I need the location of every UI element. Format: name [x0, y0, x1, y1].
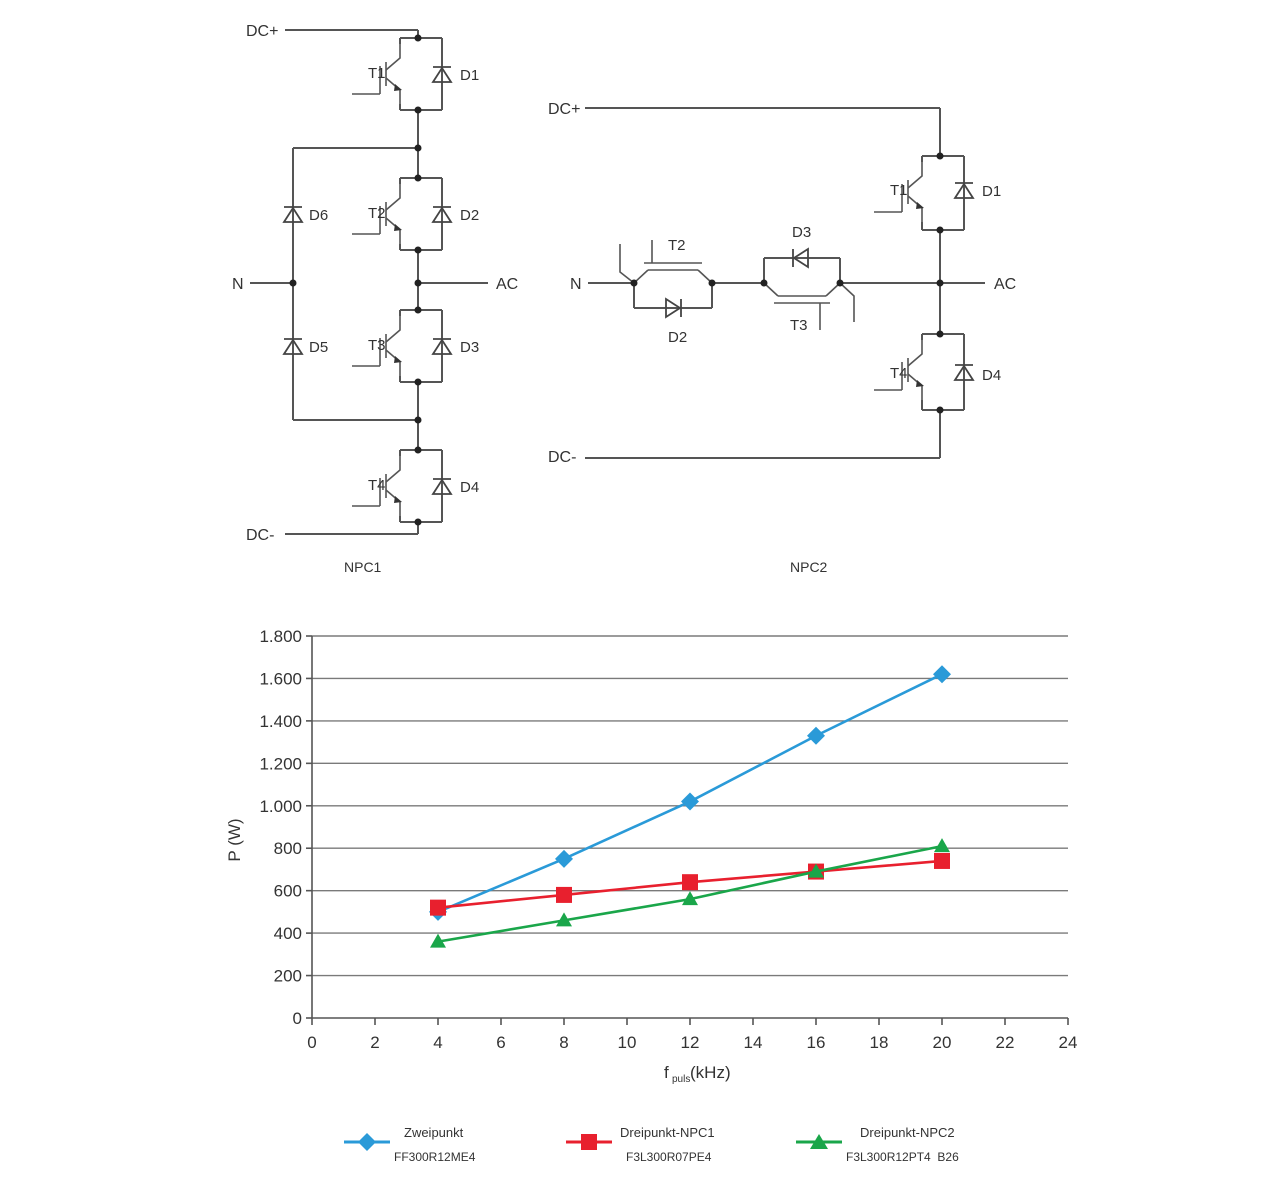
legend-item-dreipunkt-npc2: Dreipunkt-NPC2 F3L300R12PT4 B26: [796, 1125, 959, 1164]
legend-npc2-name: Dreipunkt-NPC2: [860, 1125, 955, 1140]
npc2-d1-label: D1: [982, 183, 1001, 200]
npc2-ac-label: AC: [994, 276, 1016, 293]
npc1-t4-label: T4: [368, 477, 386, 494]
data-point-triangle: [934, 838, 950, 853]
npc2-t1-label: T1: [890, 182, 908, 199]
x-axis-label-unit: (kHz): [690, 1063, 731, 1082]
x-tick-label: 24: [1059, 1033, 1078, 1052]
x-tick-label: 2: [370, 1033, 379, 1052]
x-tick-label: 22: [996, 1033, 1015, 1052]
data-point-square: [430, 899, 446, 916]
y-tick-label: 0: [293, 1009, 302, 1028]
x-tick-label: 4: [433, 1033, 442, 1052]
npc1-d2-label: D2: [460, 207, 479, 224]
npc1-dc-plus-label: DC+: [246, 23, 278, 40]
y-tick-label: 1.400: [259, 712, 302, 731]
npc1-d3-label: D3: [460, 339, 479, 356]
data-point-triangle: [430, 933, 446, 948]
chart-axes: [306, 635, 1069, 1025]
npc2-caption: NPC2: [790, 559, 828, 575]
x-tick-label: 20: [933, 1033, 952, 1052]
data-point-diamond: [681, 792, 699, 811]
npc2-d4-label: D4: [982, 367, 1001, 384]
npc1-t3-label: T3: [368, 337, 386, 354]
npc1-t2-label: T2: [368, 205, 386, 222]
legend-npc1-name: Dreipunkt-NPC1: [620, 1125, 715, 1140]
npc1-n-label: N: [232, 276, 244, 293]
x-axis-label-sub: puls: [672, 1074, 690, 1085]
npc2-t3-label: T3: [790, 317, 808, 334]
y-tick-label: 600: [274, 882, 302, 901]
data-point-triangle: [808, 863, 824, 878]
npc1-schematic: DC+ DC- N AC T1 T2 T3 T4 D1 D2 D3 D4 D5 …: [232, 23, 518, 575]
npc2-schematic: DC+ DC- N AC T1 T2 T3 T4 D1 D2 D3 D4 NPC…: [548, 101, 1016, 575]
y-tick-label: 1.800: [259, 627, 302, 646]
y-tick-label: 200: [274, 967, 302, 986]
legend-zweipunkt-name: Zweipunkt: [404, 1125, 464, 1140]
series-dreipunkt-npc1: [430, 852, 950, 916]
x-tick-label: 14: [744, 1033, 763, 1052]
npc1-caption: NPC1: [344, 559, 382, 575]
data-point-diamond: [555, 849, 573, 868]
data-point-diamond: [933, 665, 951, 684]
y-tick-label: 1.600: [259, 669, 302, 688]
npc2-n-label: N: [570, 276, 582, 293]
npc1-d6-label: D6: [309, 207, 328, 224]
x-tick-label: 6: [496, 1033, 505, 1052]
npc1-t1-label: T1: [368, 65, 386, 82]
x-tick-label: 8: [559, 1033, 568, 1052]
legend-triangle-marker-icon: [810, 1134, 828, 1149]
npc1-ac-label: AC: [496, 276, 518, 293]
x-tick-label: 0: [307, 1033, 316, 1052]
y-tick-label: 1.200: [259, 754, 302, 773]
npc2-d3-label: D3: [792, 224, 811, 241]
x-tick-label: 10: [618, 1033, 637, 1052]
chart-legend: Zweipunkt FF300R12ME4 Dreipunkt-NPC1 F3L…: [344, 1125, 959, 1164]
y-axis-label: P (W): [225, 818, 244, 861]
data-point-triangle: [556, 912, 572, 927]
chart-series: [429, 665, 951, 948]
npc2-dc-minus-label: DC-: [548, 449, 576, 466]
npc2-t4-label: T4: [890, 365, 908, 382]
x-axis-label-main: f: [664, 1063, 669, 1082]
npc1-d5-label: D5: [309, 339, 328, 356]
y-tick-label: 400: [274, 924, 302, 943]
legend-square-marker-icon: [581, 1134, 597, 1150]
x-tick-label: 16: [807, 1033, 826, 1052]
y-tick-label: 1.000: [259, 797, 302, 816]
npc2-t2-igbt-icon: [619, 240, 713, 284]
legend-zweipunkt-part: FF300R12ME4: [394, 1150, 476, 1164]
legend-npc2-part: F3L300R12PT4 B26: [846, 1150, 959, 1164]
data-point-square: [556, 886, 572, 903]
data-point-square: [682, 874, 698, 891]
npc1-d4-label: D4: [460, 479, 479, 496]
legend-npc1-part: F3L300R07PE4: [626, 1150, 712, 1164]
legend-item-dreipunkt-npc1: Dreipunkt-NPC1 F3L300R07PE4: [566, 1125, 715, 1164]
npc1-dc-minus-label: DC-: [246, 527, 274, 544]
npc2-d2-label: D2: [668, 329, 687, 346]
legend-diamond-marker-icon: [358, 1133, 376, 1151]
npc2-t3-igbt-icon: [763, 282, 855, 330]
npc2-dc-plus-label: DC+: [548, 101, 580, 118]
data-point-triangle: [682, 891, 698, 906]
y-tick-labels: 0 200 400 600 800 1.000 1.200 1.400 1.600 1.800: [259, 627, 302, 1028]
npc1-d1-label: D1: [460, 67, 479, 84]
x-axis-label: f puls (kHz): [664, 1063, 731, 1085]
x-tick-label: 12: [681, 1033, 700, 1052]
y-tick-label: 800: [274, 839, 302, 858]
legend-item-zweipunkt: Zweipunkt FF300R12ME4: [344, 1125, 476, 1164]
npc2-t2-label: T2: [668, 237, 686, 254]
data-point-diamond: [807, 726, 825, 745]
series-dreipunkt-npc2: [430, 838, 950, 948]
data-point-square: [934, 852, 950, 869]
x-tick-label: 18: [870, 1033, 889, 1052]
